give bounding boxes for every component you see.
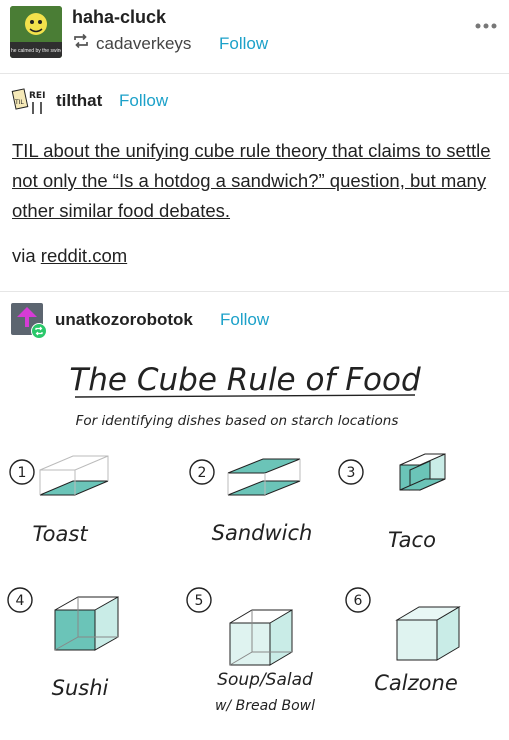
entry1-via: via reddit.com	[12, 245, 127, 267]
calzone-cube	[395, 606, 461, 661]
taco-cube	[399, 453, 446, 491]
divider-1	[0, 73, 509, 74]
tilthat-avatar-image: TIL REI	[11, 88, 45, 114]
sandwich-top-starch	[227, 458, 301, 474]
via-label: via	[12, 245, 36, 266]
entry2-username[interactable]: unatkozorobotok	[55, 310, 193, 329]
number-1: 1	[18, 465, 27, 481]
number-1-circle	[9, 459, 35, 485]
entry1-follow-button[interactable]: Follow	[119, 91, 169, 110]
number-6: 6	[354, 593, 363, 609]
label-soup-salad: Soup/Salad	[217, 670, 313, 690]
number-4: 4	[16, 593, 25, 609]
reblog-icon	[72, 33, 90, 49]
follow-button-header[interactable]: Follow	[219, 34, 269, 53]
more-options-icon[interactable]	[474, 18, 498, 29]
author-avatar[interactable]: he calmed by the swing	[10, 6, 62, 58]
number-3: 3	[347, 465, 356, 481]
via-link[interactable]: reddit.com	[40, 245, 128, 266]
number-5: 5	[195, 593, 204, 609]
label-sushi: Sushi	[52, 676, 109, 700]
entry1-username[interactable]: tilthat	[56, 91, 103, 110]
label-sandwich: Sandwich	[212, 521, 313, 545]
avatar-caption: he calmed by the swing	[11, 48, 61, 54]
label-taco: Taco	[388, 528, 436, 552]
label-toast: Toast	[32, 522, 88, 546]
title-underline	[74, 394, 416, 398]
sandwich-cube	[227, 458, 301, 496]
number-6-circle	[345, 587, 371, 613]
sandwich-bottom-starch	[227, 480, 301, 496]
toast-starch	[39, 480, 109, 496]
reblog-badge-icon	[31, 323, 47, 339]
sushi-cube	[54, 596, 119, 651]
number-2-circle	[189, 459, 215, 485]
tilthat-avatar[interactable]: TIL REI	[11, 86, 47, 118]
number-3-circle	[338, 459, 364, 485]
drawing-subtitle: For identifying dishes based on starch l…	[76, 413, 399, 429]
reblog-source[interactable]: cadaverkeys	[96, 34, 192, 53]
divider-2	[0, 291, 509, 292]
number-4-circle	[7, 587, 33, 613]
soup-salad-cube	[229, 609, 293, 666]
toast-cube	[39, 455, 109, 496]
entry2-follow-button[interactable]: Follow	[220, 310, 270, 329]
entry2-avatar-image	[17, 307, 37, 327]
cube-rule-drawing: The Cube Rule of Food For identifying di…	[7, 362, 461, 714]
entry1-body[interactable]: TIL about the unifying cube rule theory …	[12, 140, 491, 221]
svg-text:TIL: TIL	[14, 99, 24, 106]
number-5-circle	[186, 587, 212, 613]
drawing-title: The Cube Rule of Food	[69, 362, 421, 398]
label-bread-bowl: w/ Bread Bowl	[215, 698, 315, 714]
avatar-letters: REI	[29, 91, 45, 101]
label-calzone: Calzone	[374, 671, 457, 695]
item-numbers	[7, 459, 371, 613]
post-author[interactable]: haha-cluck	[72, 7, 167, 27]
number-2: 2	[198, 465, 207, 481]
avatar-image	[10, 6, 62, 58]
entry2-avatar[interactable]	[11, 303, 47, 339]
